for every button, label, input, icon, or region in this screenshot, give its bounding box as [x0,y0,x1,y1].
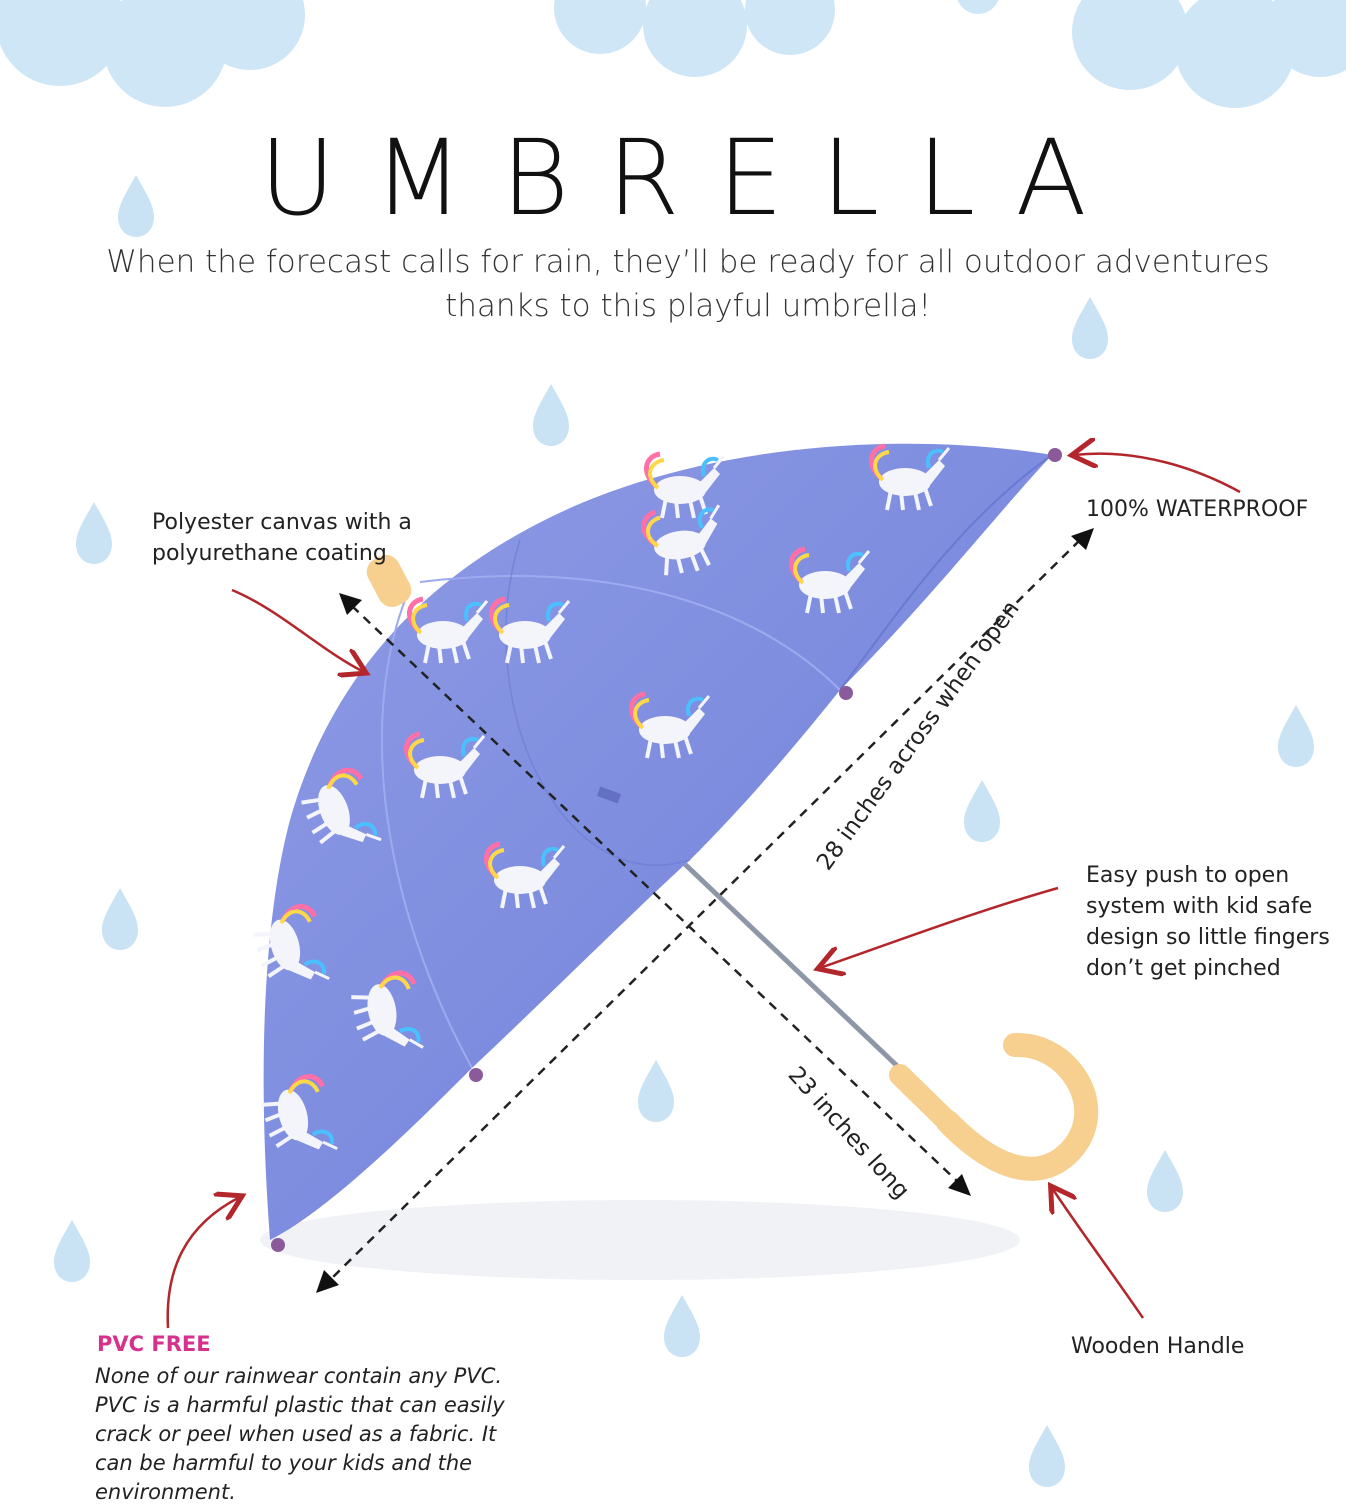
umbrella-canopy [249,444,1053,1240]
dimension-length [351,605,959,1183]
callout-wooden-handle: Wooden Handle [1071,1334,1245,1359]
callout-canvas: Polyester canvas with a polyurethane coa… [152,510,412,566]
umbrella-shaft [668,848,914,1082]
arrowhead-across-bottom [316,1270,339,1293]
callout-arrows [166,454,1241,1329]
arrowhead-length-top [339,593,362,615]
page-title: UMBRELLA [259,117,1125,239]
arrowhead-length-bottom [948,1174,971,1196]
callout-waterproof: 100% WATERPROOF [1086,497,1309,522]
pvc-free-description: None of our rainwear contain any PVC. PV… [95,1364,505,1504]
cloud-top-right [957,0,1346,108]
page-subtitle: When the forecast calls for rain, they’l… [106,244,1270,324]
arrowhead-across-top [1071,528,1094,550]
cloud-top-left [0,0,305,107]
pvc-free-heading: PVC FREE [97,1332,211,1356]
top-cap [366,554,412,608]
umbrella-shadow [260,1200,1020,1280]
callout-push-open: Easy push to open system with kid safe d… [1086,863,1330,981]
wooden-handle [889,1033,1099,1181]
cloud-top-center [554,0,835,77]
canopy-tips [271,448,1062,1252]
